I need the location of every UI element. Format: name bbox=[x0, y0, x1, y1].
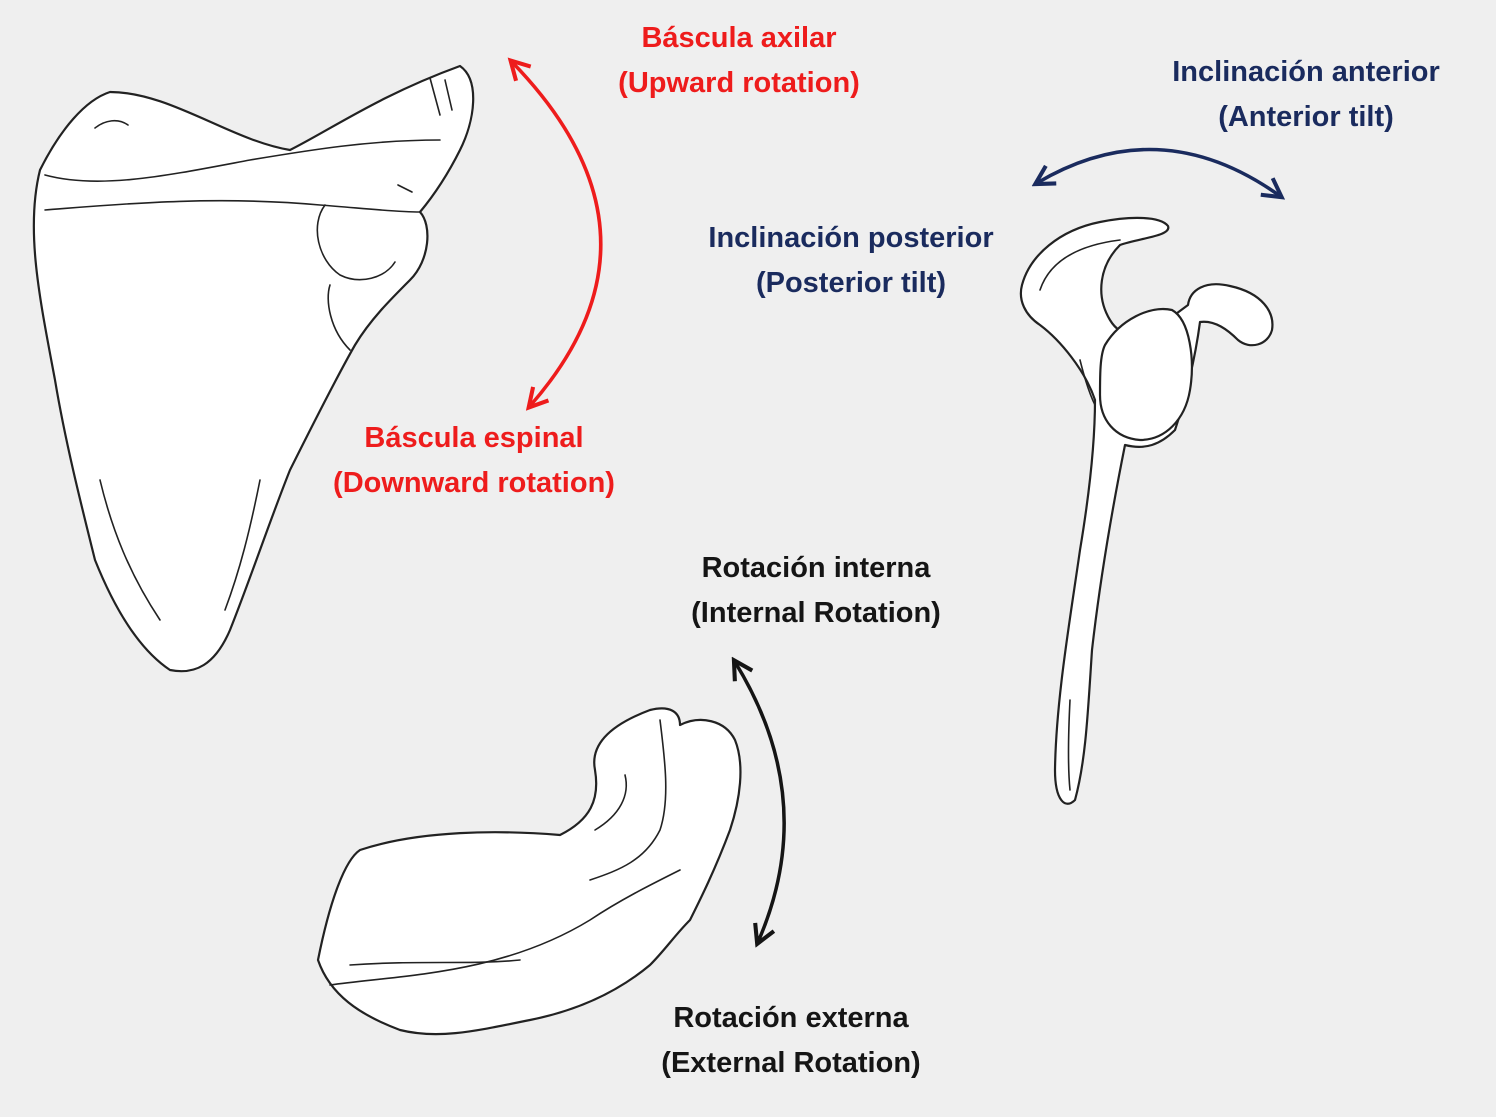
scapula-superior-view bbox=[316, 707, 742, 1036]
anterior-tilt-label: Inclinación anterior (Anterior tilt) bbox=[1148, 50, 1464, 140]
downward-rotation-label-es: Báscula espinal bbox=[364, 422, 584, 454]
internal-rotation-label: Rotación interna (Internal Rotation) bbox=[664, 546, 968, 636]
internal-rotation-label-es: Rotación interna bbox=[701, 552, 931, 584]
internal-rotation-label-en: (Internal Rotation) bbox=[691, 597, 941, 629]
anterior-tilt-label-es: Inclinación anterior bbox=[1172, 56, 1440, 88]
posterior-tilt-label-en: (Posterior tilt) bbox=[755, 267, 947, 299]
scapula-posterior-view bbox=[32, 64, 475, 673]
anterior-tilt-label-en: (Anterior tilt) bbox=[1218, 101, 1394, 133]
external-rotation-label-en: (External Rotation) bbox=[661, 1047, 921, 1079]
downward-rotation-label: Báscula espinal (Downward rotation) bbox=[306, 416, 642, 506]
external-rotation-label: Rotación externa (External Rotation) bbox=[636, 996, 946, 1086]
upward-rotation-label-en: (Upward rotation) bbox=[618, 67, 860, 99]
downward-rotation-label-en: (Downward rotation) bbox=[333, 467, 615, 499]
anterior-posterior-tilt-arrow bbox=[1037, 147, 1280, 196]
upward-rotation-label-es: Báscula axilar bbox=[641, 22, 837, 54]
posterior-tilt-label: Inclinación posterior (Posterior tilt) bbox=[686, 216, 1016, 306]
upward-downward-rotation-arrow bbox=[512, 62, 603, 406]
posterior-tilt-label-es: Inclinación posterior bbox=[708, 222, 994, 254]
internal-external-rotation-arrow bbox=[735, 662, 786, 942]
external-rotation-label-es: Rotación externa bbox=[673, 1002, 909, 1034]
scapula-lateral-view bbox=[1019, 216, 1274, 805]
upward-rotation-label: Báscula axilar (Upward rotation) bbox=[598, 16, 880, 106]
